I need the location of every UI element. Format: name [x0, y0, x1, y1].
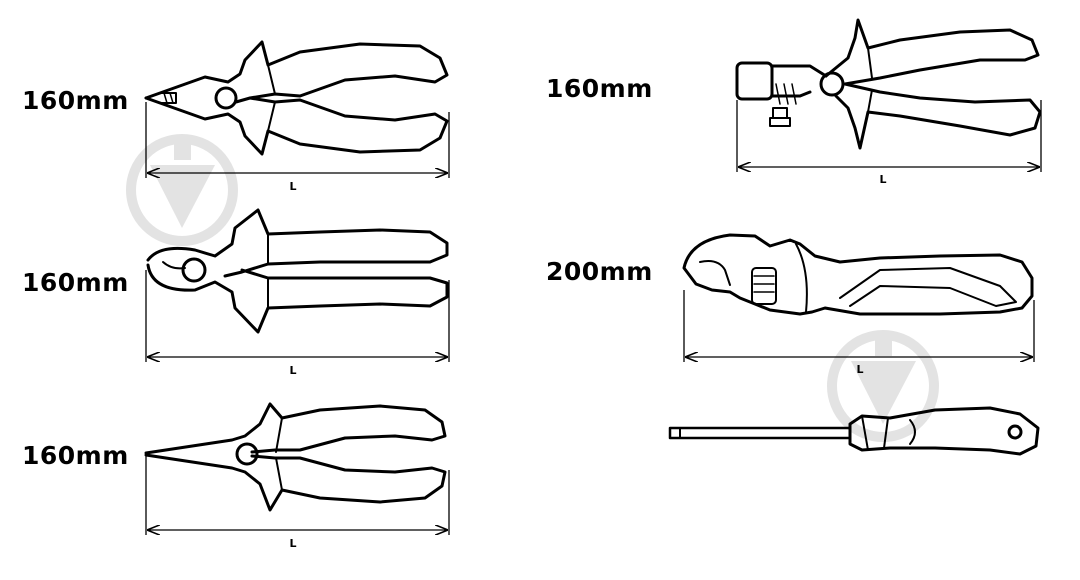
watermark-logo-icon	[827, 330, 939, 442]
size-label-long-nose-pliers: 160mm	[22, 441, 129, 470]
wire-stripper-pliers-icon	[735, 18, 1042, 150]
long-nose-pliers-icon	[144, 402, 447, 512]
dimension-label: L	[289, 364, 296, 377]
combination-pliers-icon	[144, 40, 449, 156]
watermark-logo-icon	[126, 134, 238, 246]
size-label-wire-stripper: 160mm	[546, 74, 653, 103]
adjustable-wrench-icon	[682, 233, 1034, 316]
dimension-label: L	[289, 537, 296, 550]
dimension-lines	[145, 100, 1042, 535]
cable-cutter-icon	[146, 208, 449, 334]
dimension-label: L	[289, 180, 296, 193]
dimension-label: L	[879, 173, 886, 186]
size-label-combination-pliers: 160mm	[22, 86, 129, 115]
screwdriver-icon	[668, 406, 1040, 456]
size-label-adjustable-wrench: 200mm	[546, 257, 653, 286]
dimension-label: L	[856, 363, 863, 376]
size-label-cable-cutter: 160mm	[22, 268, 129, 297]
